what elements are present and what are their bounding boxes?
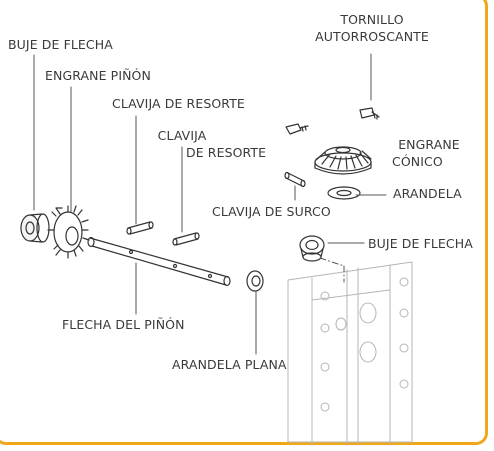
flat-washer	[246, 270, 264, 292]
orange-border	[0, 0, 488, 445]
bevel-gear-drawing	[314, 146, 372, 175]
left-shaft-bushing	[20, 213, 50, 243]
support-bracket	[287, 261, 413, 446]
spring-pin-2	[172, 232, 200, 246]
leader-lines	[33, 53, 387, 355]
label-engrane-conico-line1: ENGRANE	[398, 137, 460, 152]
label-buje-de-flecha-right: BUJE DE FLECHA	[368, 236, 473, 251]
spring-pin-1	[126, 221, 154, 235]
groove-pin	[284, 171, 306, 188]
self-tapping-screw-1	[285, 123, 309, 135]
label-tornillo-line1: TORNILLO	[340, 12, 404, 27]
label-buje-de-flecha-left: BUJE DE FLECHA	[8, 37, 113, 52]
washer	[327, 186, 361, 200]
label-tornillo-line2: AUTORROSCANTE	[315, 29, 429, 44]
label-arandela-plana: ARANDELA PLANA	[172, 357, 287, 372]
label-clavija-de-resorte-2-line2: DE RESORTE	[186, 145, 267, 160]
self-tapping-screw-2	[359, 107, 380, 120]
label-engrane-pinon: ENGRANE PIÑÓN	[45, 68, 151, 83]
pinion-shaft	[87, 236, 231, 287]
pinion-gear-drawing	[47, 205, 90, 259]
alignment-lines	[319, 257, 345, 283]
right-shaft-bushing	[299, 235, 325, 262]
label-engrane-conico-line2: CÓNICO	[392, 154, 443, 169]
label-clavija-de-surco: CLAVIJA DE SURCO	[212, 204, 331, 219]
label-flecha-del-pinon: FLECHA DEL PIÑÓN	[62, 317, 185, 332]
label-arandela: ARANDELA	[393, 186, 462, 201]
label-clavija-de-resorte-1: CLAVIJA DE RESORTE	[112, 96, 245, 111]
label-clavija-de-resorte-2-line1: CLAVIJA	[157, 128, 207, 143]
